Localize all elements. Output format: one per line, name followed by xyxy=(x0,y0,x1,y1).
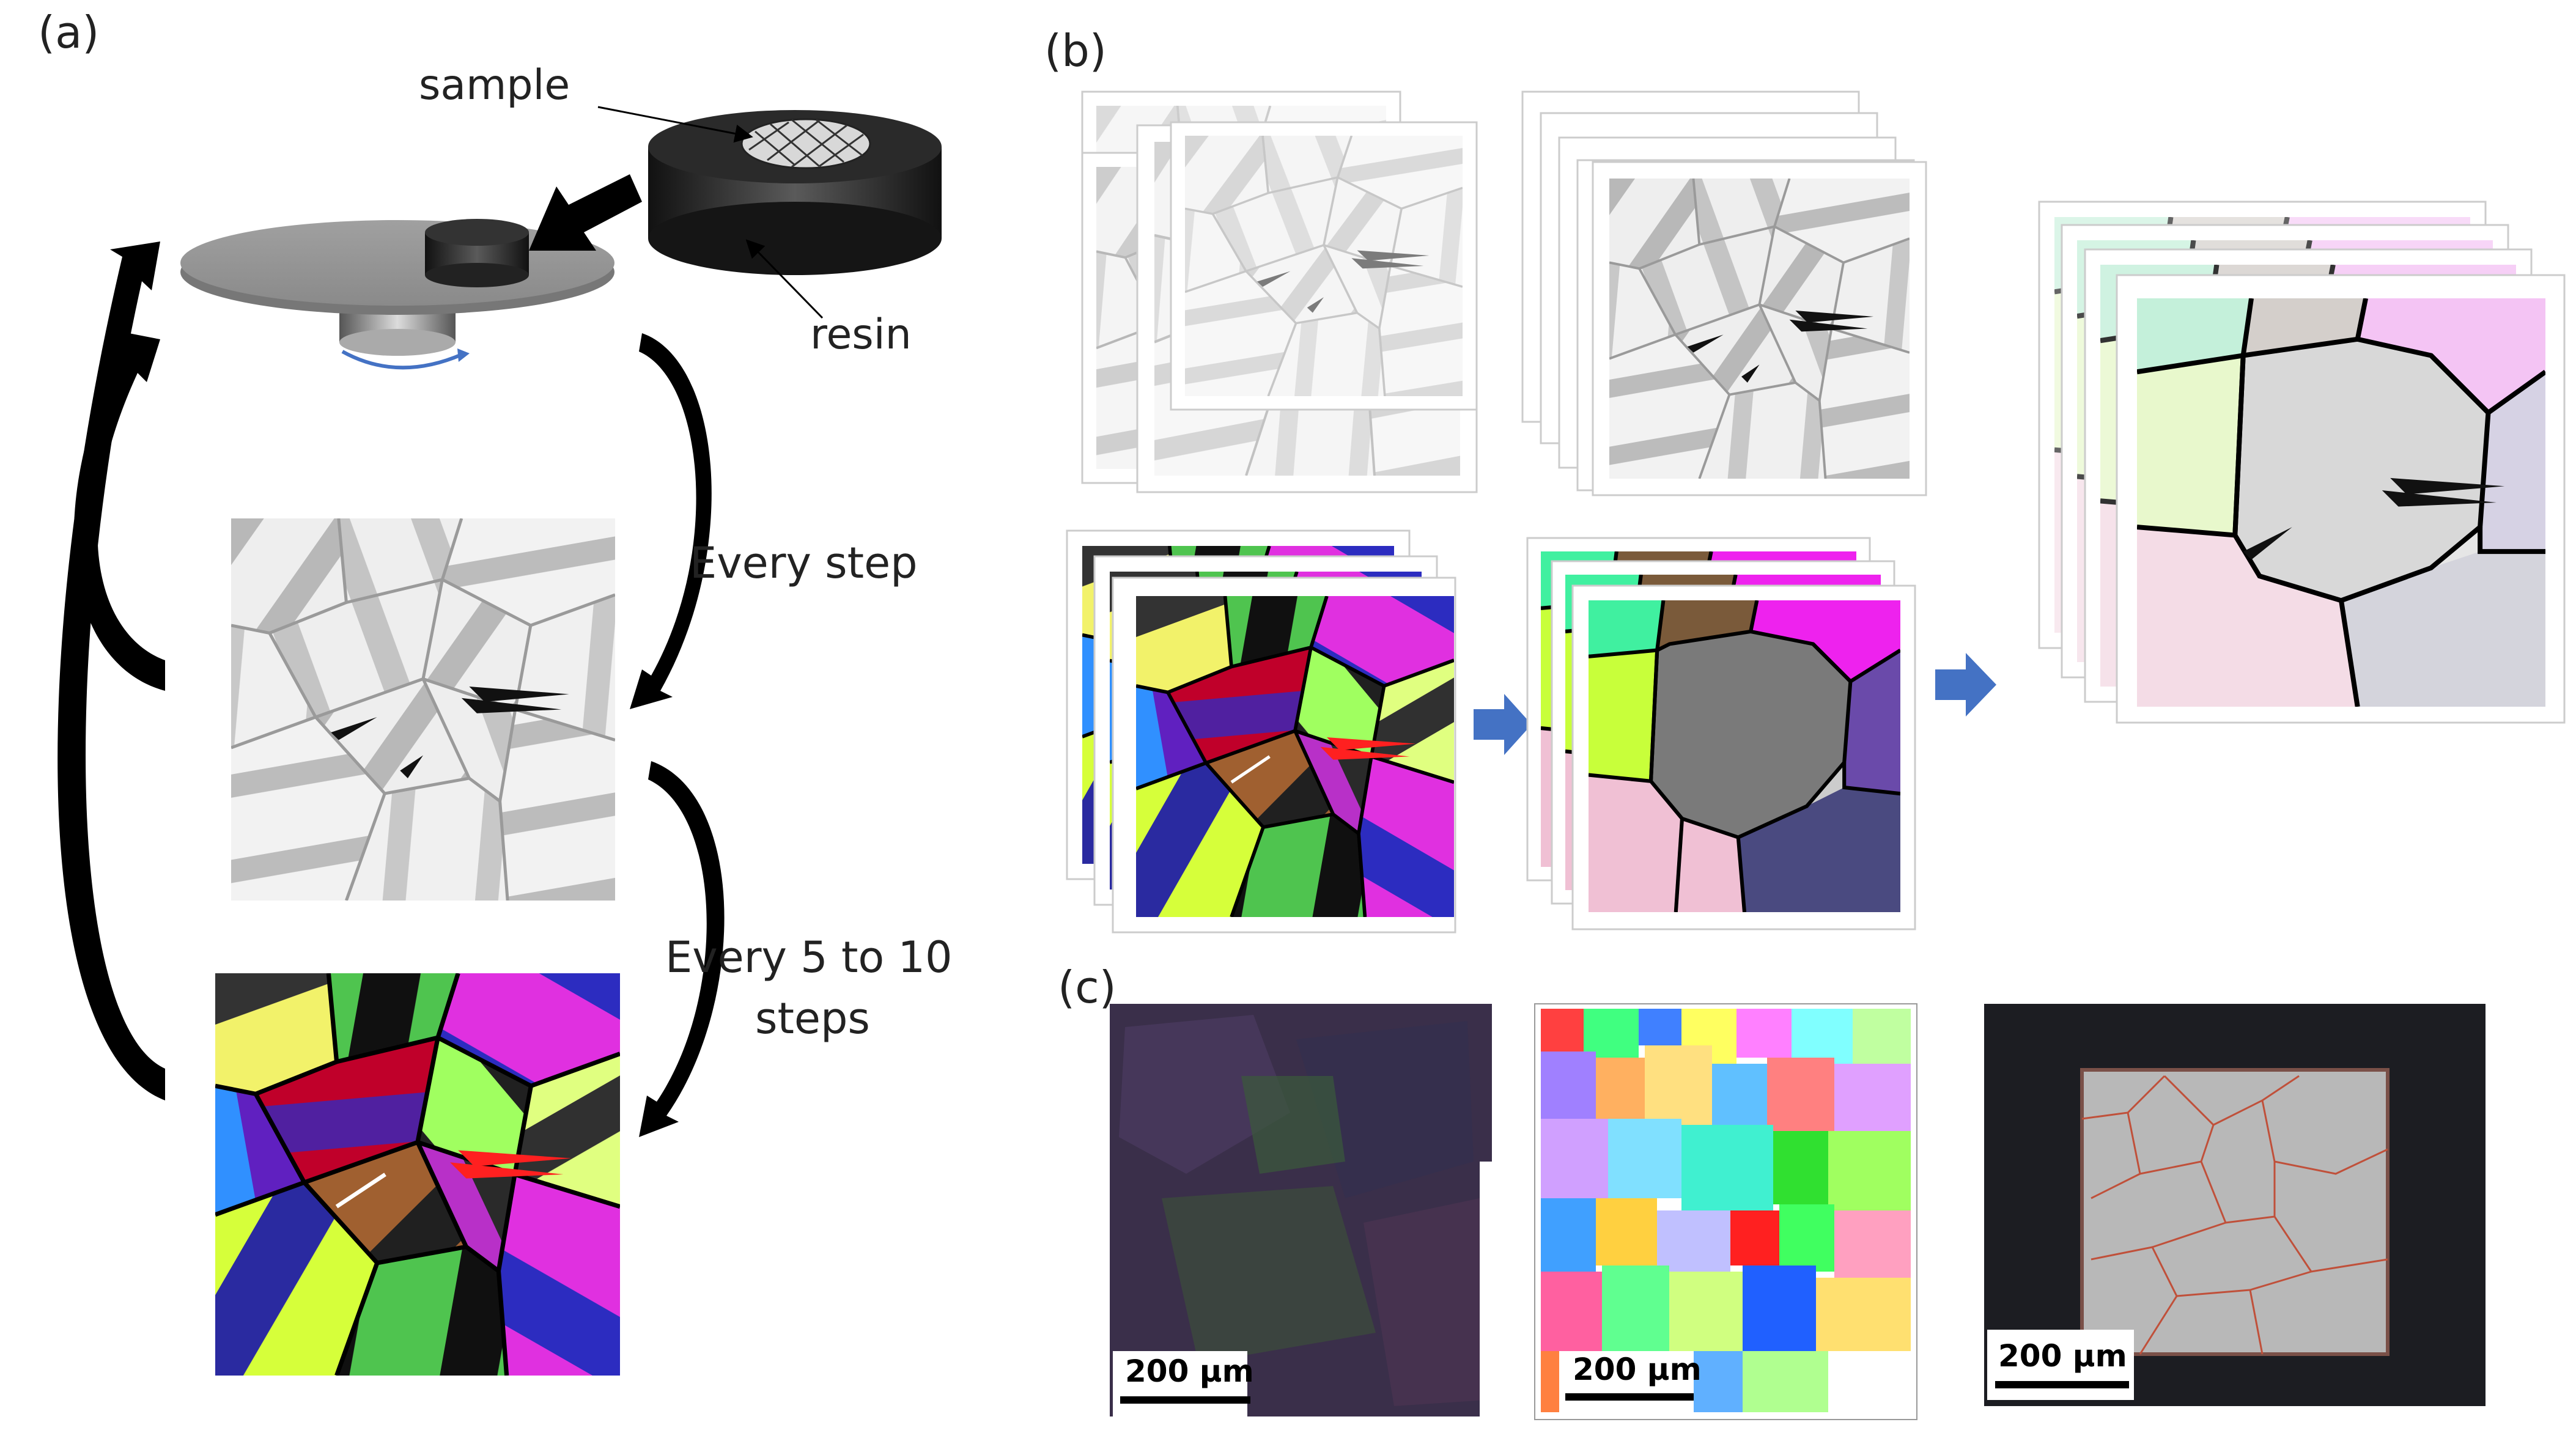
panel-label-c: (c) xyxy=(1058,962,1116,1013)
panel-c-image-1: 200 μm xyxy=(1110,1004,1495,1418)
ebsd-map xyxy=(215,973,620,1376)
grain-boundaries-overlay xyxy=(2081,1075,2388,1355)
panel-c-image-3: 200 μm xyxy=(1984,1004,2486,1406)
sample-pointer xyxy=(597,106,753,143)
grain-map-stack xyxy=(1526,537,1916,930)
resin-mount xyxy=(648,110,942,275)
panel-label-b: (b) xyxy=(1044,25,1107,76)
flow-arrow-1 xyxy=(1474,694,1532,755)
every-5-10-label-line2: steps xyxy=(755,993,870,1044)
resin-pointer xyxy=(745,239,824,319)
combined-stack xyxy=(2038,201,2566,724)
resin-label: resin xyxy=(810,311,912,359)
insert-arrow xyxy=(529,174,642,251)
processed-optical-stack xyxy=(1521,90,1927,496)
polishing-apparatus xyxy=(180,174,642,370)
rotation-arrow xyxy=(341,350,463,370)
sample-region xyxy=(2080,1068,2390,1356)
sample-label: sample xyxy=(419,61,570,109)
scale-bar-label-1: 200 μm xyxy=(1125,1354,1254,1389)
scale-bar-label-2: 200 μm xyxy=(1573,1352,1702,1387)
panel-label-a: (a) xyxy=(38,7,99,58)
every-step-arrow xyxy=(630,333,712,709)
ebsd-stack xyxy=(1066,529,1456,934)
every-step-label: Every step xyxy=(690,538,918,588)
every-5-10-steps-arrow xyxy=(639,761,725,1137)
panel-c-image-2: 200 μm xyxy=(1534,1003,1917,1420)
return-arrow-ebsd xyxy=(57,241,165,1100)
polisher-shaft-base xyxy=(339,329,456,356)
optical-micrograph xyxy=(231,518,615,901)
every-5-10-label-line1: Every 5 to 10 xyxy=(665,932,953,982)
scale-bar-label-3: 200 μm xyxy=(1998,1338,2127,1374)
panel-b xyxy=(1066,90,2566,934)
optical-stack xyxy=(1081,90,1478,493)
flow-arrow-2 xyxy=(1935,653,1996,716)
cycle-arrows xyxy=(57,241,165,1100)
